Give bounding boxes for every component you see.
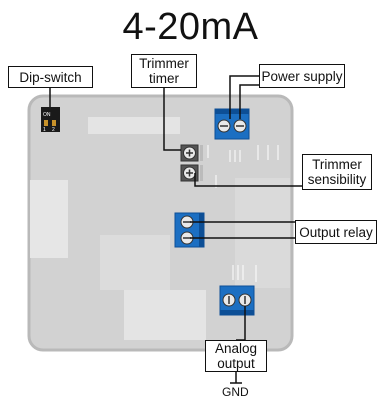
trimmer-sensibility-line1: Trimmer <box>312 157 362 172</box>
power-supply-leader-2 <box>239 84 260 119</box>
power-supply-leader-1 <box>229 75 260 119</box>
trimmer-sensibility <box>180 164 203 182</box>
analog-silkscreen <box>232 265 257 282</box>
dip-switch-label-text: Dip-switch <box>19 69 82 85</box>
trimmer-sensibility-label: Trimmer sensibility <box>302 154 372 190</box>
trimmer-timer <box>180 144 203 162</box>
board-light-area-mid <box>100 235 170 290</box>
output-relay-terminal <box>174 212 205 248</box>
dip-switch: ON 1 2 <box>41 107 60 133</box>
trimmer-sensibility-leader <box>194 173 303 187</box>
board-light-area-right <box>235 178 290 288</box>
dip-on-mark: ON <box>43 112 51 118</box>
trimmer-timer-label: Trimmer timer <box>131 54 197 88</box>
trimmer-timer-line2: timer <box>149 71 179 86</box>
dip-pos2-mark: 2 <box>52 127 55 133</box>
leader-lines <box>49 75 303 384</box>
board-light-area-left <box>30 180 68 258</box>
board-light-area-top <box>88 117 180 134</box>
diagram-title: 4-20mA <box>122 6 259 48</box>
output-relay-label: Output relay <box>295 220 377 244</box>
board-light-area-bottom <box>124 290 206 340</box>
dip-switch-label: Dip-switch <box>8 66 93 88</box>
trimmer-timer-line1: Trimmer <box>139 56 189 71</box>
output-relay-label-text: Output relay <box>299 224 373 240</box>
analog-output-line2: output <box>217 356 255 371</box>
power-supply-label: Power supply <box>259 64 345 88</box>
power-supply-label-text: Power supply <box>261 68 343 84</box>
analog-output-label: Analog output <box>205 340 267 372</box>
analog-output-terminal <box>219 285 255 316</box>
power-supply-terminal <box>214 108 250 140</box>
trimmer-sensibility-line2: sensibility <box>307 172 367 187</box>
trimmer-timer-leader <box>163 88 181 151</box>
analog-output-line1: Analog <box>214 341 258 356</box>
dip-pos1-mark: 1 <box>43 127 46 133</box>
gnd-label: GND <box>222 385 249 399</box>
silkscreen-marks <box>207 145 279 188</box>
